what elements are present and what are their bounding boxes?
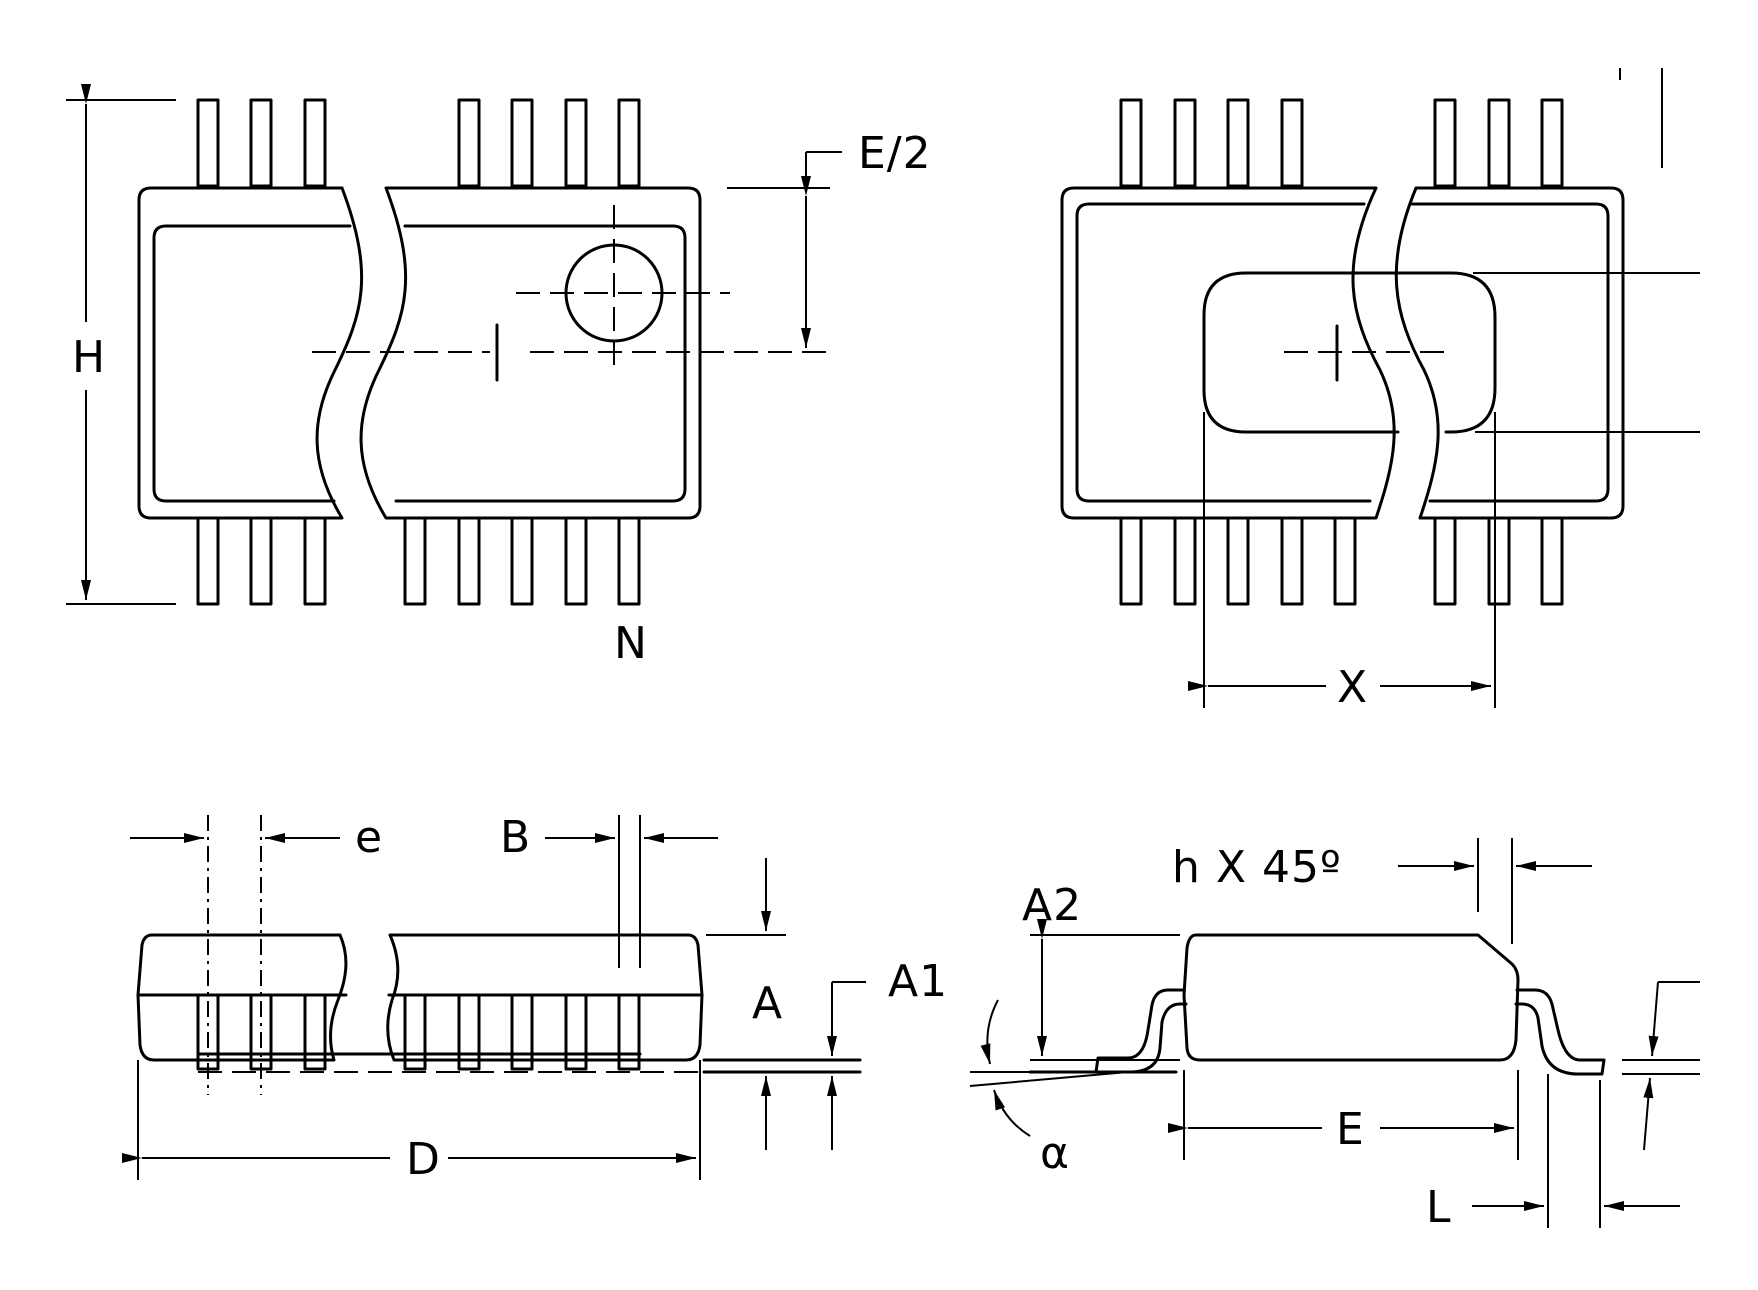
label-N: N — [614, 618, 648, 669]
dimension-E: E — [1168, 1070, 1519, 1160]
top-view-body-right — [359, 186, 702, 520]
end-view-lead — [1094, 988, 1188, 1074]
bottom-view-upper-leads — [1119, 98, 1564, 188]
label-E: E — [1336, 1104, 1365, 1155]
dimension-H: H — [66, 84, 176, 605]
dimension-A2: A2 — [1022, 880, 1180, 1061]
end-view-body — [1182, 933, 1520, 1062]
label-chamfer: h X 45º — [1172, 842, 1342, 893]
dimension-D: D — [122, 1060, 701, 1185]
dimension-A1: A1 — [827, 956, 948, 1150]
dimension-lead-thickness — [1622, 981, 1700, 1151]
bottom-view-body-right — [1394, 186, 1625, 520]
top-view-lower-leads — [196, 516, 641, 606]
top-view-upper-leads — [196, 98, 641, 188]
dimension-e: e — [130, 812, 383, 863]
top-view: H E/2 N — [66, 84, 932, 669]
side-view-leads — [196, 993, 641, 1071]
label-A2: A2 — [1022, 880, 1082, 931]
dimension-alpha: α — [969, 999, 1129, 1179]
dimension-chamfer: h X 45º — [1172, 838, 1592, 944]
side-view-body-right — [386, 933, 704, 1062]
dimension-X: X — [1188, 412, 1496, 713]
side-view: e B A A1 D — [122, 812, 948, 1185]
bottom-view: X — [1060, 68, 1700, 713]
label-A: A — [752, 978, 783, 1029]
label-X: X — [1337, 662, 1368, 713]
end-view: A2 α h X 45º E — [969, 838, 1700, 1233]
bottom-view-body-left — [1060, 186, 1396, 520]
side-view-body-left — [136, 933, 348, 1062]
dimension-E-half: E/2 — [727, 128, 932, 348]
top-view-body-left — [137, 186, 364, 520]
label-e: e — [355, 812, 383, 863]
label-L: L — [1426, 1182, 1452, 1233]
label-B: B — [500, 812, 531, 863]
label-H: H — [72, 332, 106, 383]
label-D: D — [406, 1134, 441, 1185]
dimension-L: L — [1426, 1074, 1680, 1233]
label-A1: A1 — [888, 956, 948, 1007]
exposed-pad — [1202, 271, 1400, 434]
dimension-A: A — [706, 858, 786, 1150]
label-alpha: α — [1040, 1128, 1070, 1179]
label-E-half: E/2 — [858, 128, 932, 179]
dimension-B: B — [500, 812, 718, 968]
